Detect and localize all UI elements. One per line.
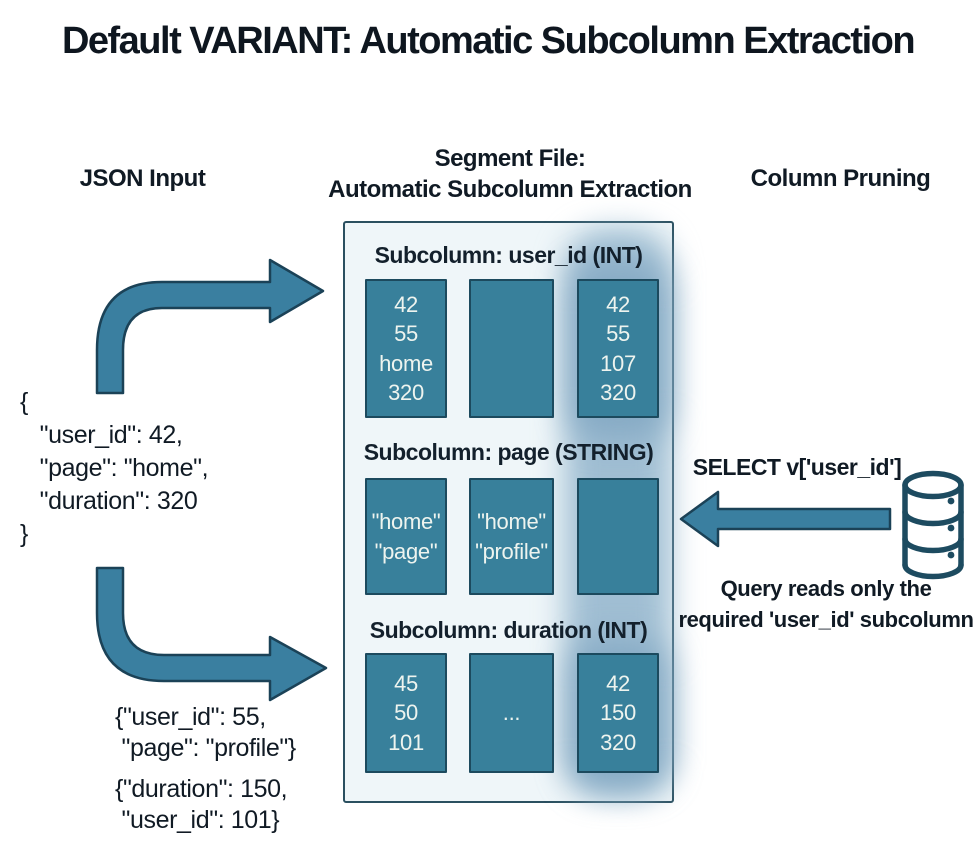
subcolumn-cell: "home" "profile" — [469, 478, 554, 595]
subcolumn-cell-highlighted: 42 55 107 320 — [577, 279, 659, 418]
page-title: Default VARIANT: Automatic Subcolumn Ext… — [61, 20, 916, 62]
subcolumn-cell: ... — [469, 653, 554, 773]
segment-file-panel: Subcolumn: user_id (INT) 42 55 home 320 … — [343, 221, 674, 803]
database-icon — [902, 470, 964, 580]
header-json-input: JSON Input — [79, 165, 206, 192]
json-record-1: { "user_id": 42, "page": "home", "durati… — [20, 388, 209, 548]
section-title-duration: Subcolumn: duration (INT) — [369, 617, 648, 643]
select-query-text: SELECT v['user_id'] — [692, 454, 902, 480]
subcolumn-cell: 45 50 101 — [365, 653, 447, 773]
header-segment-file: Segment File: Automatic Subcolumn Extrac… — [328, 145, 692, 203]
subcolumn-cell: "home" "page" — [365, 478, 447, 595]
subcolumn-cell-highlighted — [577, 478, 659, 595]
header-column-pruning: Column Pruning — [750, 165, 931, 192]
json-record-3: {"duration": 150, "user_id": 101} — [115, 775, 288, 834]
json-record-2: {"user_id": 55, "page": "profile"} — [115, 703, 296, 762]
subcolumn-cell: 42 55 home 320 — [365, 279, 447, 418]
subcolumn-cell — [469, 279, 554, 418]
section-title-user-id: Subcolumn: user_id (INT) — [374, 242, 643, 268]
left-arrow-icon — [679, 490, 892, 548]
pruning-caption: Query reads only the required 'user_id' … — [678, 576, 974, 632]
curved-arrow-top-icon — [95, 258, 325, 395]
section-title-page: Subcolumn: page (STRING) — [363, 439, 654, 465]
curved-arrow-bottom-icon — [95, 566, 328, 702]
subcolumn-cell-highlighted: 42 150 320 — [577, 653, 659, 773]
